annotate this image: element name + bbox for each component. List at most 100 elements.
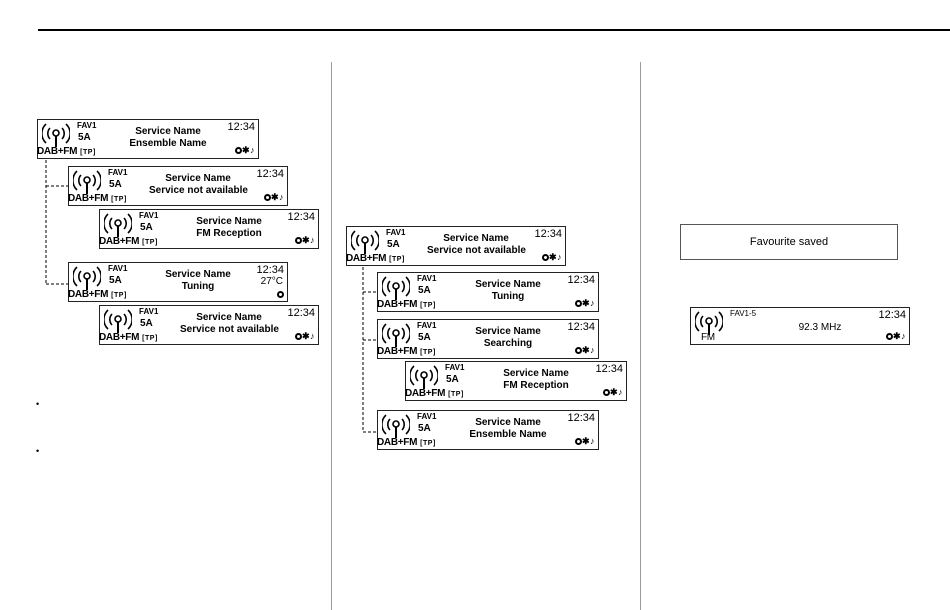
status-icons: ✱♪ — [574, 436, 595, 447]
status-text: Tuning — [181, 281, 215, 292]
service-name: Service Name — [443, 233, 509, 244]
music-note-icon: ♪ — [618, 387, 623, 397]
disc-icon — [885, 333, 893, 340]
disc-icon — [294, 237, 302, 244]
band-label: DAB+FM[TP] — [99, 236, 158, 247]
antenna-icon — [42, 123, 70, 147]
band-label: DAB+FM[TP] — [377, 346, 436, 357]
status-icons: ✱♪ — [885, 331, 906, 342]
status-icons: ✱♪ — [602, 387, 623, 398]
music-note-icon: ♪ — [590, 345, 595, 355]
column-divider — [331, 62, 332, 610]
service-name: Service Name — [196, 216, 262, 227]
favourite-label: FAV1 — [417, 412, 437, 421]
bluetooth-icon: ✱ — [581, 345, 590, 355]
radio-display: FAV1 5A DAB+FM[TP] Service Name FM Recep… — [405, 361, 627, 401]
connector-lines — [45, 160, 70, 285]
radio-display: FAV1 5A DAB+FM[TP] Service Name Tuning 1… — [377, 272, 599, 312]
status-icons: ✱♪ — [541, 252, 562, 263]
antenna-icon — [410, 365, 438, 389]
disc-icon — [263, 194, 271, 201]
antenna-icon — [695, 311, 723, 335]
clock: 12:34 — [256, 168, 284, 180]
channel-label: 5A — [418, 332, 431, 343]
favourite-label: FAV1 — [445, 363, 465, 372]
bullet: • — [36, 446, 40, 456]
band-label: DAB+FM[TP] — [99, 332, 158, 343]
clock: 12:34 — [567, 412, 595, 424]
disc-icon — [541, 254, 549, 261]
status-icons: ✱♪ — [294, 235, 315, 246]
bluetooth-icon: ✱ — [301, 235, 310, 245]
status-text: FM Reception — [196, 228, 262, 239]
disc-icon — [574, 438, 582, 445]
channel-label: 5A — [78, 132, 91, 143]
bluetooth-icon: ✱ — [548, 252, 557, 262]
antenna-icon — [382, 276, 410, 300]
favourite-label: FAV1 — [139, 307, 159, 316]
service-name: Service Name — [503, 368, 569, 379]
status-text: Searching — [483, 338, 533, 349]
clock: 12:34 — [287, 307, 315, 319]
column-divider — [640, 62, 641, 610]
band-label: DAB+FM[TP] — [377, 299, 436, 310]
status-icons: ✱♪ — [294, 331, 315, 342]
music-note-icon: ♪ — [250, 145, 255, 155]
band-label: DAB+FM[TP] — [68, 289, 127, 300]
clock: 12:34 — [567, 321, 595, 333]
band-label: DAB+FM[TP] — [346, 253, 405, 264]
band-label: DAB+FM[TP] — [37, 146, 96, 157]
antenna-icon — [73, 266, 101, 290]
clock: 12:34 — [534, 228, 562, 240]
band-label: DAB+FM[TP] — [377, 437, 436, 448]
service-name: Service Name — [475, 417, 541, 428]
status-text: Service not available — [180, 324, 279, 335]
channel-label: 5A — [387, 239, 400, 250]
disc-icon — [574, 300, 582, 307]
frequency: 92.3 MHz — [798, 322, 842, 333]
favourite-label: FAV1 — [417, 321, 437, 330]
bluetooth-icon: ✱ — [241, 145, 250, 155]
channel-label: 5A — [140, 222, 153, 233]
antenna-icon — [104, 309, 132, 333]
status-text: Ensemble Name — [469, 429, 547, 440]
disc-icon — [602, 389, 610, 396]
disc-icon — [234, 147, 242, 154]
service-name: Service Name — [475, 326, 541, 337]
radio-display: FAV1 5A DAB+FM[TP] Service Name Ensemble… — [37, 119, 259, 159]
radio-display: FAV1 5A DAB+FM[TP] Service Name Service … — [346, 226, 566, 266]
status-text: FM Reception — [503, 380, 569, 391]
channel-label: 5A — [418, 423, 431, 434]
clock: 12:34 — [287, 211, 315, 223]
favourite-label: FAV1 — [77, 121, 97, 130]
favourite-label: FAV1 — [386, 228, 406, 237]
radio-display: FAV1 5A DAB+FM[TP] Service Name Ensemble… — [377, 410, 599, 450]
clock: 12:34 — [227, 121, 255, 133]
music-note-icon: ♪ — [310, 331, 315, 341]
radio-display: FAV1 5A DAB+FM[TP] Service Name FM Recep… — [99, 209, 319, 249]
channel-label: 5A — [418, 285, 431, 296]
music-note-icon: ♪ — [557, 252, 562, 262]
favourite-label: FAV1 — [139, 211, 159, 220]
status-icons: ✱♪ — [234, 145, 255, 156]
favourite-label: FAV1 — [108, 168, 128, 177]
antenna-icon — [73, 170, 101, 194]
clock: 12:34 — [567, 274, 595, 286]
status-text: Service not available — [149, 185, 248, 196]
service-name: Service Name — [475, 279, 541, 290]
bluetooth-icon: ✱ — [270, 192, 279, 202]
channel-label: 5A — [109, 275, 122, 286]
favourite-label: FAV1 — [108, 264, 128, 273]
bluetooth-icon: ✱ — [581, 298, 590, 308]
status-text: Service not available — [427, 245, 526, 256]
favourite-saved-message: Favourite saved — [680, 224, 898, 260]
antenna-icon — [104, 213, 132, 237]
bluetooth-icon: ✱ — [581, 436, 590, 446]
antenna-icon — [351, 230, 379, 254]
channel-label: 5A — [446, 374, 459, 385]
service-name: Service Name — [165, 269, 231, 280]
channel-label: 5A — [140, 318, 153, 329]
disc-icon — [574, 347, 582, 354]
channel-label: 5A — [109, 179, 122, 190]
antenna-icon — [382, 414, 410, 438]
